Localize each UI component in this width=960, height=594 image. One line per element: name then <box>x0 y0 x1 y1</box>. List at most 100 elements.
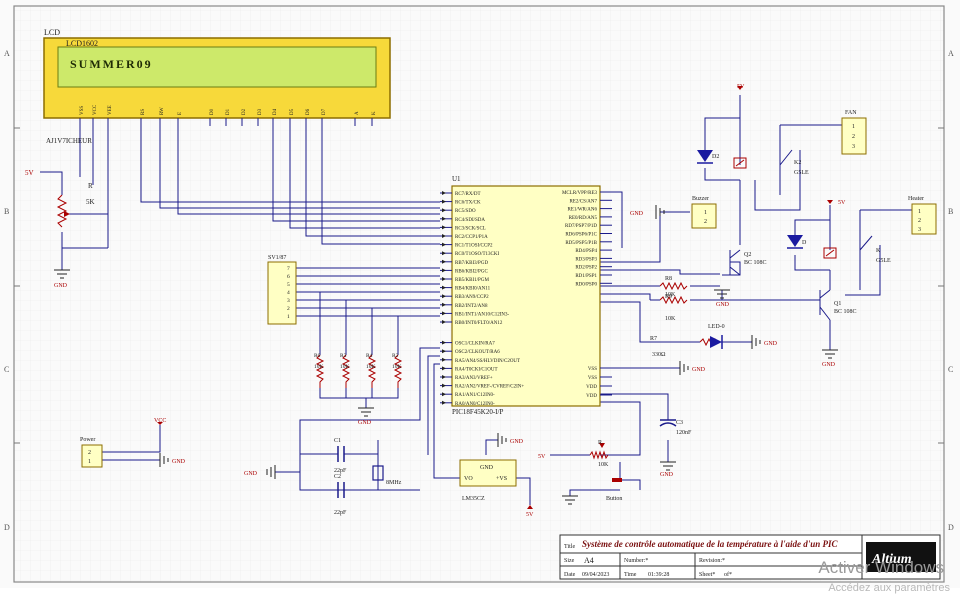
gnd-label-buzzer: GND <box>630 211 644 217</box>
row-letter-d-left: D <box>4 523 10 532</box>
fan-section: 5V D2 K2 G5LE FAN 1 2 3 Q2 BC 108C GND <box>697 84 867 308</box>
pulldown-value: 10K <box>314 364 324 370</box>
lcd-pin-label: K <box>372 111 377 115</box>
sheet-label: Sheet* <box>699 572 715 578</box>
mcu-pin-arrow <box>442 199 446 204</box>
buzzer-pin-2: 2 <box>704 219 707 225</box>
heater-pin-2: 2 <box>918 218 921 224</box>
keypad-pin-label: 2 <box>287 306 290 312</box>
row-letter-a-right: A <box>948 49 954 58</box>
mcu-pin-arrow <box>442 234 446 238</box>
mcu-right-pin-label: RD0/PSP0 <box>575 282 597 287</box>
crystal-value: 8MHz <box>386 480 402 486</box>
r9-value: 10K <box>665 316 676 322</box>
led-indicator: R7 330Ω LED-0 GND <box>650 324 778 358</box>
vss-ground: GND <box>679 361 706 375</box>
pot-ref: R <box>88 182 93 190</box>
keypad-pin-label: 1 <box>287 314 290 320</box>
mcu-right-pin-label: VDD <box>586 385 597 390</box>
row-letter-b-right: B <box>948 207 953 216</box>
mcu-right-pin-label: RD7/PSP7/P1D <box>565 224 597 229</box>
altium-logo-text: Altium <box>871 552 912 567</box>
power-pin-2: 2 <box>88 450 91 456</box>
lcd-pin-label: RS <box>141 109 146 115</box>
gnd-label-heater: GND <box>822 362 836 368</box>
lcd-display-text: SUMMER09 <box>70 57 153 71</box>
diode-d-ref: D <box>802 240 807 246</box>
lcd-model: LCD1602 <box>66 39 98 48</box>
lcd-pin-label: D4 <box>273 108 278 115</box>
gnd-label-lm35: GND <box>510 439 524 445</box>
r7-ref: R7 <box>650 336 657 342</box>
lcd-pin-label: D0 <box>210 108 215 115</box>
lcd-pin-label: D5 <box>290 108 295 115</box>
lcd-pin-label: D3 <box>258 108 263 115</box>
mcu-left-pin-label: RC0/T1OSO/T13CKI <box>455 252 500 257</box>
time-value: 01:39:28 <box>648 572 669 578</box>
pot-body <box>56 194 68 228</box>
transistor-q1 <box>815 289 831 321</box>
heater-pin-1: 1 <box>918 209 921 215</box>
r8-ref: R8 <box>665 276 672 282</box>
mcu-left-pin-label: RA0/AN0/C12IN0- <box>455 402 495 407</box>
row-letter-c-right: C <box>948 365 953 374</box>
transistor-q1-ref: Q1 <box>834 301 841 307</box>
relay-k2-switch <box>779 149 793 166</box>
mcu-right-pin-label: RD4/PSP4 <box>575 249 597 254</box>
mcu-left-pin-label: RB1/INT1/AN10/C12IN3- <box>455 312 510 317</box>
ground-symbol-buzzer <box>655 205 665 219</box>
mcu-pin-arrow <box>442 277 446 281</box>
mcu-pin-arrow <box>442 225 446 230</box>
mcu-right-pin-label: RD1/PSP1 <box>575 274 597 279</box>
mcu-pin-arrow <box>442 366 446 371</box>
power-ref: Power <box>80 437 95 443</box>
heater-pin-3: 3 <box>918 227 921 233</box>
lm35-pin-vo: VO <box>464 476 473 482</box>
reset-supply-label: 5V <box>538 454 546 460</box>
gnd-label-vss: GND <box>692 367 706 373</box>
c1-ref: C1 <box>334 438 341 444</box>
power-pin-1: 1 <box>88 459 91 465</box>
transistor-q2 <box>729 249 741 276</box>
mcu-left-pin-label: RA5/AN4/SS/HLVDIN/C2OUT <box>455 359 520 364</box>
reset-pot-ref: R <box>598 440 602 446</box>
mcu-pin-arrow <box>442 357 446 362</box>
power-connector: Power 2 1 VCC GND <box>80 418 186 468</box>
mcu-right-pin-label: RD3/PSP3 <box>575 257 597 262</box>
pulldown-ref: R4 <box>366 353 373 359</box>
lcd-pin-label: RW <box>160 107 165 115</box>
mcu-left-pin-label: RB0/INT0/FLT0/AN12 <box>455 321 503 326</box>
mcu-pin-arrow <box>442 340 446 345</box>
mcu-left-pin-label: RB2/INT2/AN8 <box>455 304 488 309</box>
date-label: Date <box>564 572 576 578</box>
reset-pot-value: 10K <box>598 462 609 468</box>
resistor-r8: R8 10K <box>659 276 688 298</box>
keypad-pin-label: 3 <box>287 298 290 304</box>
mcu-left-pin-label: RC2/CCP1/P1A <box>455 235 488 240</box>
mcu-part: PIC18F45K20-I/P <box>452 408 503 416</box>
altium-logo <box>866 542 936 572</box>
relay-k-coil <box>823 247 837 259</box>
pulldown-value: 10K <box>366 364 376 370</box>
lcd-ref: LCD <box>44 28 60 37</box>
crystal-body <box>372 465 384 481</box>
mcu-pin-arrow <box>442 400 446 405</box>
mcu-right-pin-label: MCLR/VPP/RE3 <box>562 191 598 196</box>
lcd-pin-label: D2 <box>242 108 247 115</box>
heater-ref: Heater <box>908 196 924 202</box>
mcu-pin-arrow <box>442 349 446 354</box>
mcu-pin-arrow <box>442 302 446 307</box>
r9-ref: R9 <box>665 294 672 300</box>
mcu-pin-arrow <box>442 216 446 221</box>
relay-k-switch <box>859 235 873 251</box>
lcd-pin-label: VSS <box>80 106 85 115</box>
size-label: Size <box>564 558 575 564</box>
c2-value: 22pF <box>334 510 347 516</box>
mcu-right-pin-label: RE2/CS/AN7 <box>569 199 597 204</box>
mcu-pin-arrow <box>442 191 446 195</box>
mcu-pin-arrow <box>442 208 446 213</box>
row-letter-d-right: D <box>948 523 954 532</box>
lcd-pin-label: D1 <box>226 108 231 115</box>
